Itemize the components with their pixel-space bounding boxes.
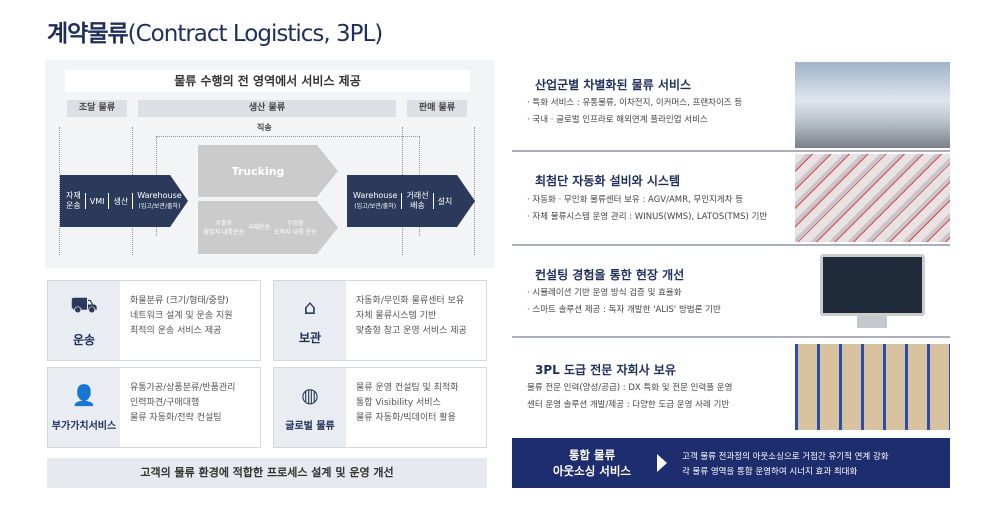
automation-photo (795, 154, 950, 242)
card-line: 자동화/무인화 물류센터 보유 (356, 296, 465, 306)
card-title: 운송 (72, 333, 96, 347)
card-title: 부가가치서비스 (51, 421, 117, 432)
card-line: 화물분류 (크기/형태/중량) (130, 296, 229, 306)
card-line: 자체 물류시스템 기반 (356, 311, 437, 321)
card-title: 보관 (298, 331, 322, 345)
divider (474, 127, 475, 255)
play-arrow-icon (657, 454, 667, 472)
bullet: 특화 서비스 : 유통물류, 이차전지, 이커머스, 프랜차이즈 등 (527, 95, 742, 112)
warehouse-label: Warehouse (137, 190, 182, 200)
outsourcing-title: 아웃소싱 서비스 (552, 464, 632, 478)
card-line: 인력파견/구매대행 (130, 398, 200, 408)
item-install: 설치 (437, 196, 453, 206)
feature-section: 최첨단 자동화 설비와 시스템 자동화 · 무인화 물류센터 보유 : AGV/… (512, 152, 950, 246)
racking-photo (795, 344, 950, 430)
truck-icon: ⛟ (70, 293, 98, 318)
card-line: 네트워크 설계 및 운송 지원 (130, 311, 233, 321)
section-title: 컨설팅 경험을 통한 현장 개선 (535, 268, 685, 282)
card-line: 최적의 운송 서비스 제공 (130, 326, 222, 336)
outsourcing-line: 각 물류 영역을 통합 운영하여 시너지 효과 최대화 (682, 467, 858, 477)
phase-production: 생산 물류 (138, 100, 396, 117)
card-line: 물류 자동화/빅데이터 활용 (356, 413, 456, 423)
outsourcing-line: 고객 물류 전과정의 아웃소싱으로 거점간 유기적 연계 강화 (682, 452, 889, 462)
warehouse-label: Warehouse (353, 190, 398, 200)
item-vmi: VMI (89, 196, 105, 206)
page-title: 계약물류(Contract Logistics, 3PL) (47, 14, 384, 48)
card-line: 물류 운영 컨설팅 및 최적화 (356, 383, 459, 393)
item-material: 자재 운송 (66, 191, 81, 210)
logistics-flow-diagram: 물류 수행의 전 영역에서 서비스 제공 조달 물류 생산 물류 판매 물류 직… (45, 60, 495, 268)
card-line: 맞춤형 창고 운영 서비스 제공 (356, 326, 467, 336)
process-improvement-banner: 고객의 물류 환경에 적합한 프로세스 설계 및 운영 개선 (47, 458, 487, 488)
bullet: 센터 운영 솔루션 개발/제공 : 다양한 도급 운영 사례 기반 (527, 400, 730, 410)
section-title: 3PL 도급 전문 자회사 보유 (535, 363, 676, 377)
export-transport: 수출용 출발지 내륙운송 (203, 219, 244, 236)
globe-icon: ◍ (301, 383, 319, 407)
upstream-arrow: 자재 운송 VMI 생산 Warehouse (입고/보관/출하) (60, 175, 188, 227)
diagram-header: 물류 수행의 전 영역에서 서비스 제공 (65, 70, 470, 92)
intl-transport: 국제운송 (248, 224, 271, 231)
monitor-stand (857, 316, 887, 328)
worker-icon: 👤 (71, 383, 97, 407)
divider (59, 127, 60, 255)
bullet: 국내 · 글로벌 인프라로 해외연계 풀라인업 서비스 (527, 112, 742, 129)
title-sub: (Contract Logistics, 3PL) (127, 21, 384, 47)
import-transport: 수입용 도착지 내륙 운송 (274, 219, 317, 236)
item-production: 생산 (113, 196, 129, 206)
card-line: 유통가공/상품분류/반품관리 (130, 383, 236, 393)
direct-label: 직송 (257, 123, 272, 132)
bullet: 자체 물류시스템 운영 관리 : WINUS(WMS), LATOS(TMS) … (527, 209, 767, 226)
feature-section: 3PL 도급 전문 자회사 보유 물류 전문 인력(양성/공급) : DX 특화… (512, 338, 950, 430)
card-line: 통합 Visibility 서비스 (356, 398, 441, 408)
bullet: 스마트 솔루션 제공 : 독자 개발한 'ALIS' 방법론 기반 (527, 302, 720, 319)
outsourcing-title: 통합 물류 (568, 448, 616, 462)
phase-sales: 판매 물류 (407, 100, 467, 117)
transport-arrow: 수출용 출발지 내륙운송 국제운송 수입용 도착지 내륙 운송 (198, 201, 338, 254)
title-main: 계약물류 (47, 21, 129, 47)
card-title: 글로벌 물류 (285, 421, 335, 432)
warehouse-sub: (입고/보관/출하) (354, 202, 397, 210)
section-title: 산업군별 차별화된 물류 서비스 (535, 78, 692, 92)
bullet: 시뮬레이션 기반 운영 방식 검증 및 효율화 (527, 285, 721, 302)
downstream-arrow: Warehouse (입고/보관/출하) 거래선 배송 설치 (347, 175, 475, 227)
bullet: 물류 전문 인력(양성/공급) : DX 특화 및 전문 인력풀 운영 (527, 383, 733, 393)
feature-section: 컨설팅 경험을 통한 현장 개선 시뮬레이션 기반 운영 방식 검증 및 효율화… (512, 246, 950, 338)
item-delivery: 거래선 배송 (406, 191, 429, 210)
warehouse-sub: (입고/보관/출하) (138, 202, 181, 210)
section-title: 최첨단 자동화 설비와 시스템 (535, 174, 681, 188)
phase-procurement: 조달 물류 (67, 100, 127, 117)
truck-photo (795, 62, 950, 148)
trucking-arrow: Trucking (198, 145, 338, 197)
card-line: 물류 자동화/전략 컨설팅 (130, 413, 222, 423)
warehouse-icon: ⌂ (303, 295, 317, 319)
monitor-photo (820, 254, 925, 316)
bullet: 자동화 · 무인화 물류센터 보유 : AGV/AMR, 무인지게차 등 (527, 192, 767, 209)
feature-section: 산업군별 차별화된 물류 서비스 특화 서비스 : 유통물류, 이차전지, 이커… (512, 60, 950, 152)
